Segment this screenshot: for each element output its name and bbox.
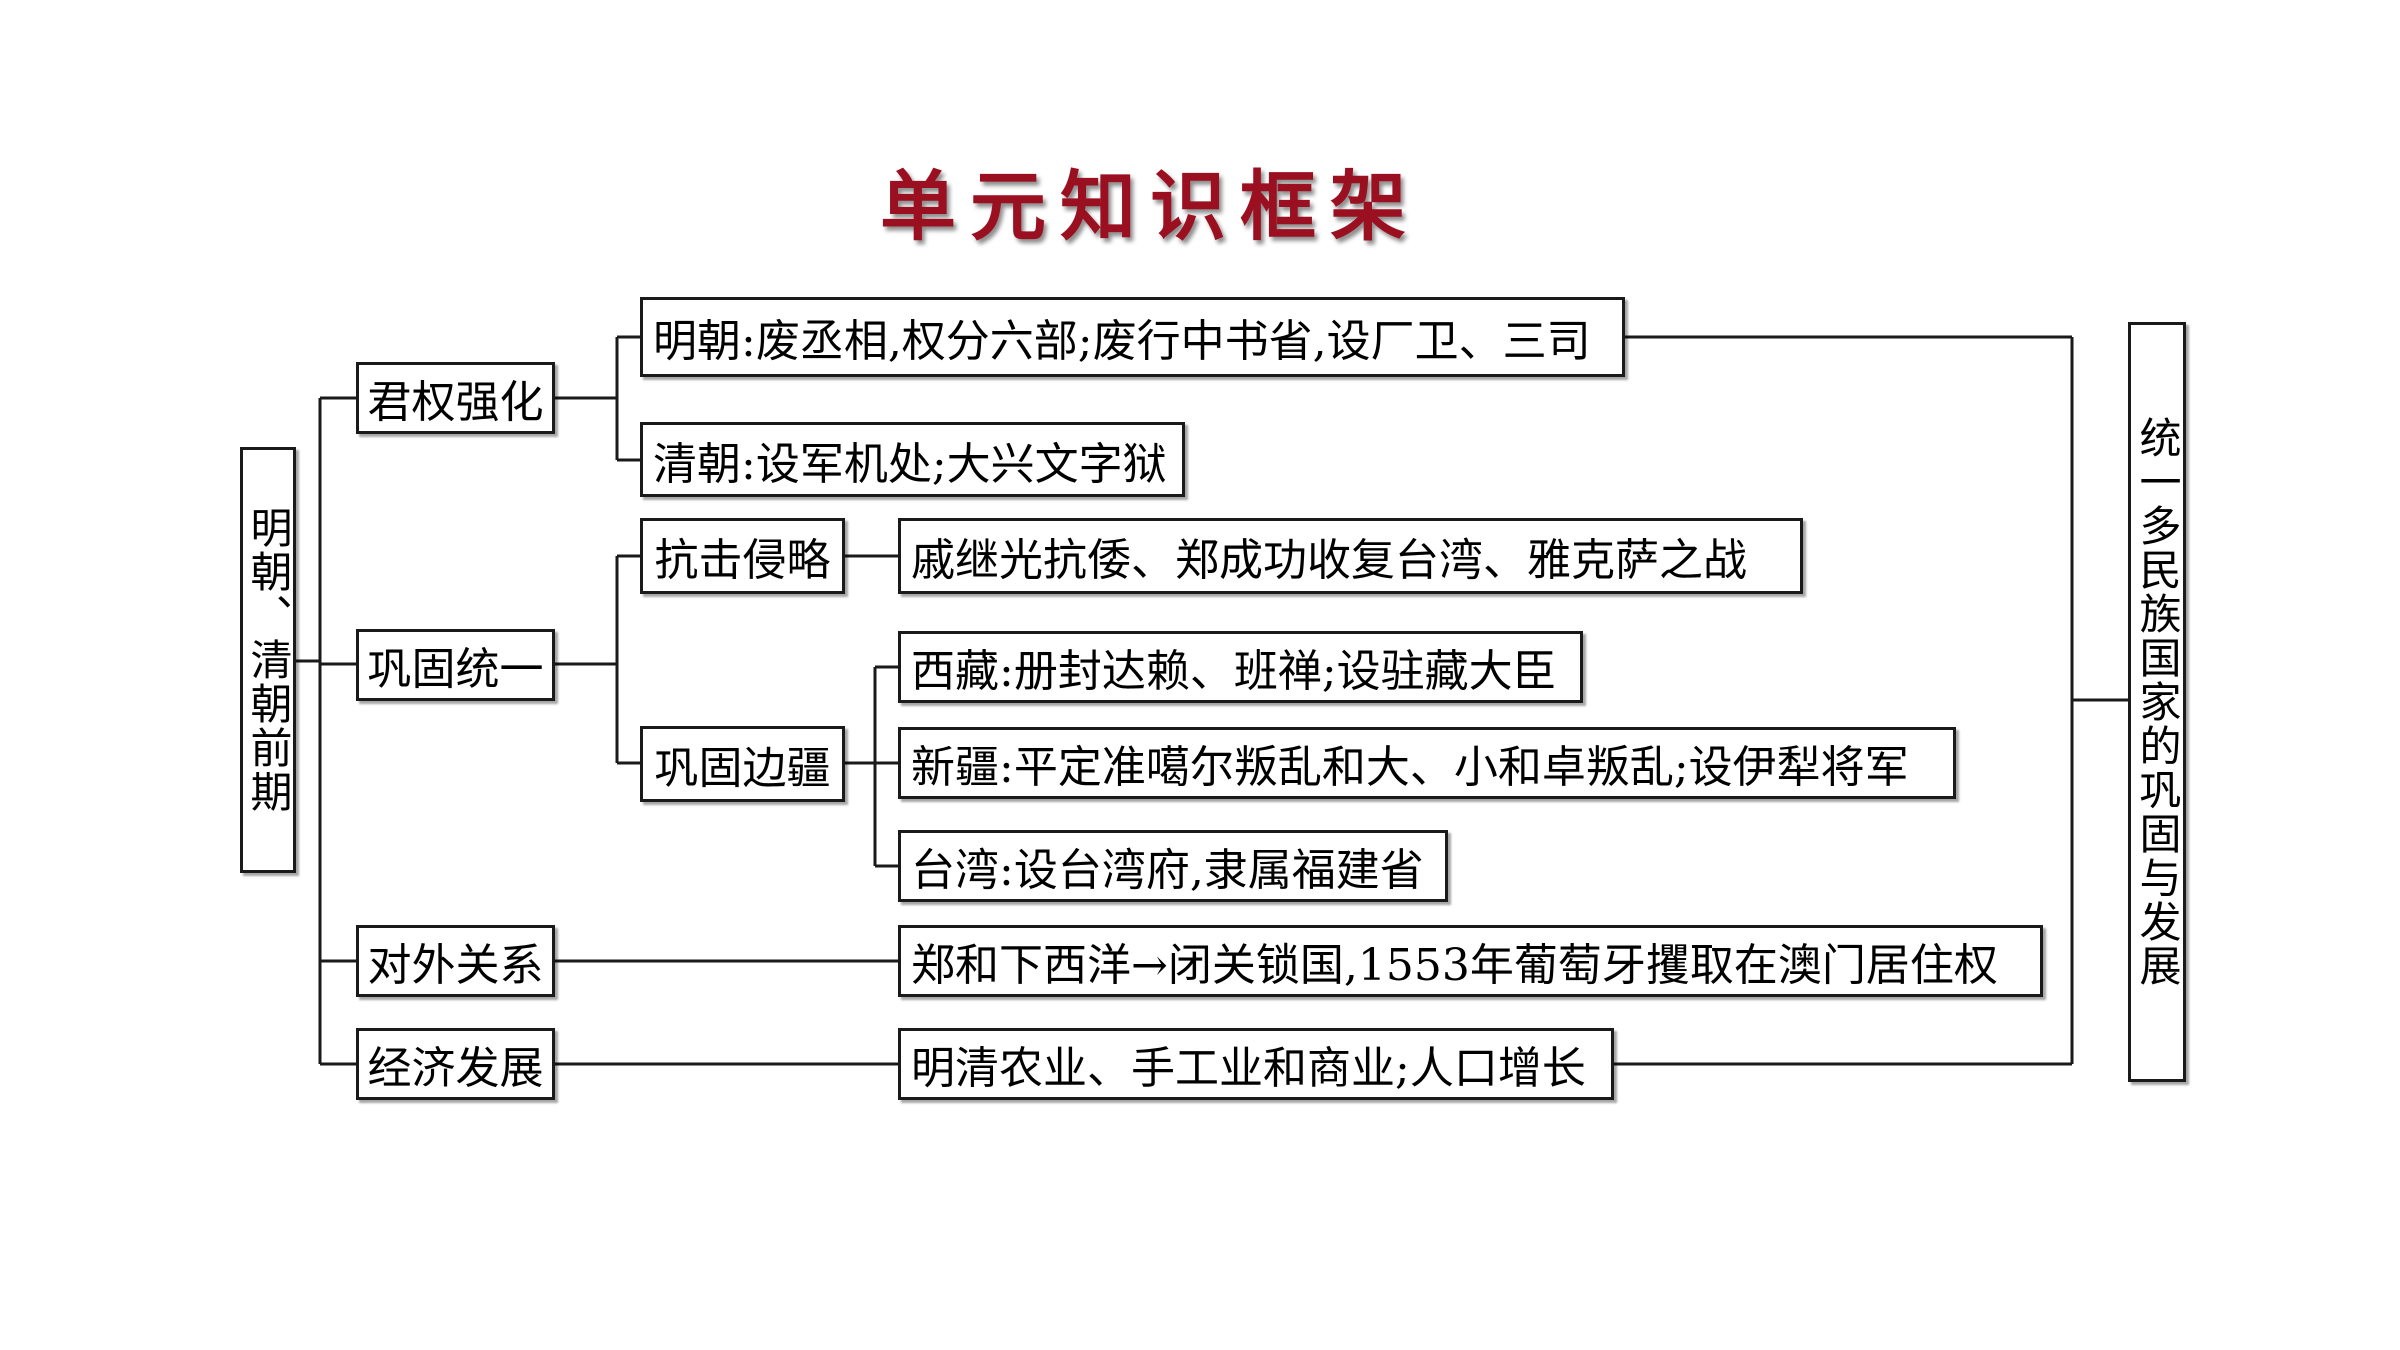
category-monarchy: 君权强化 bbox=[356, 362, 555, 434]
content-foreign: 郑和下西洋→闭关锁国,1553年葡萄牙攫取在澳门居住权 bbox=[898, 925, 2043, 997]
content-taiwan: 台湾:设台湾府,隶属福建省 bbox=[898, 830, 1448, 902]
content-tibet: 西藏:册封达赖、班禅;设驻藏大臣 bbox=[898, 631, 1583, 703]
page-title: 单元知识框架 bbox=[880, 162, 1420, 251]
subcategory-consolidate-frontier: 巩固边疆 bbox=[640, 726, 845, 802]
content-resist: 戚继光抗倭、郑成功收复台湾、雅克萨之战 bbox=[898, 518, 1803, 594]
period-label: 明朝、清朝前期 bbox=[240, 447, 296, 873]
content-xinjiang: 新疆:平定准噶尔叛乱和大、小和卓叛乱;设伊犁将军 bbox=[898, 727, 1956, 799]
category-unification: 巩固统一 bbox=[356, 629, 555, 701]
category-economy: 经济发展 bbox=[356, 1028, 555, 1100]
content-ming: 明朝:废丞相,权分六部;废行中书省,设厂卫、三司 bbox=[640, 297, 1625, 377]
subcategory-resist-invasion: 抗击侵略 bbox=[640, 518, 845, 594]
category-foreign-relations: 对外关系 bbox=[356, 925, 555, 997]
theme-label: 统一多民族国家的巩固与发展 bbox=[2128, 322, 2186, 1082]
content-economy: 明清农业、手工业和商业;人口增长 bbox=[898, 1028, 1614, 1100]
content-qing: 清朝:设军机处;大兴文字狱 bbox=[640, 422, 1185, 497]
